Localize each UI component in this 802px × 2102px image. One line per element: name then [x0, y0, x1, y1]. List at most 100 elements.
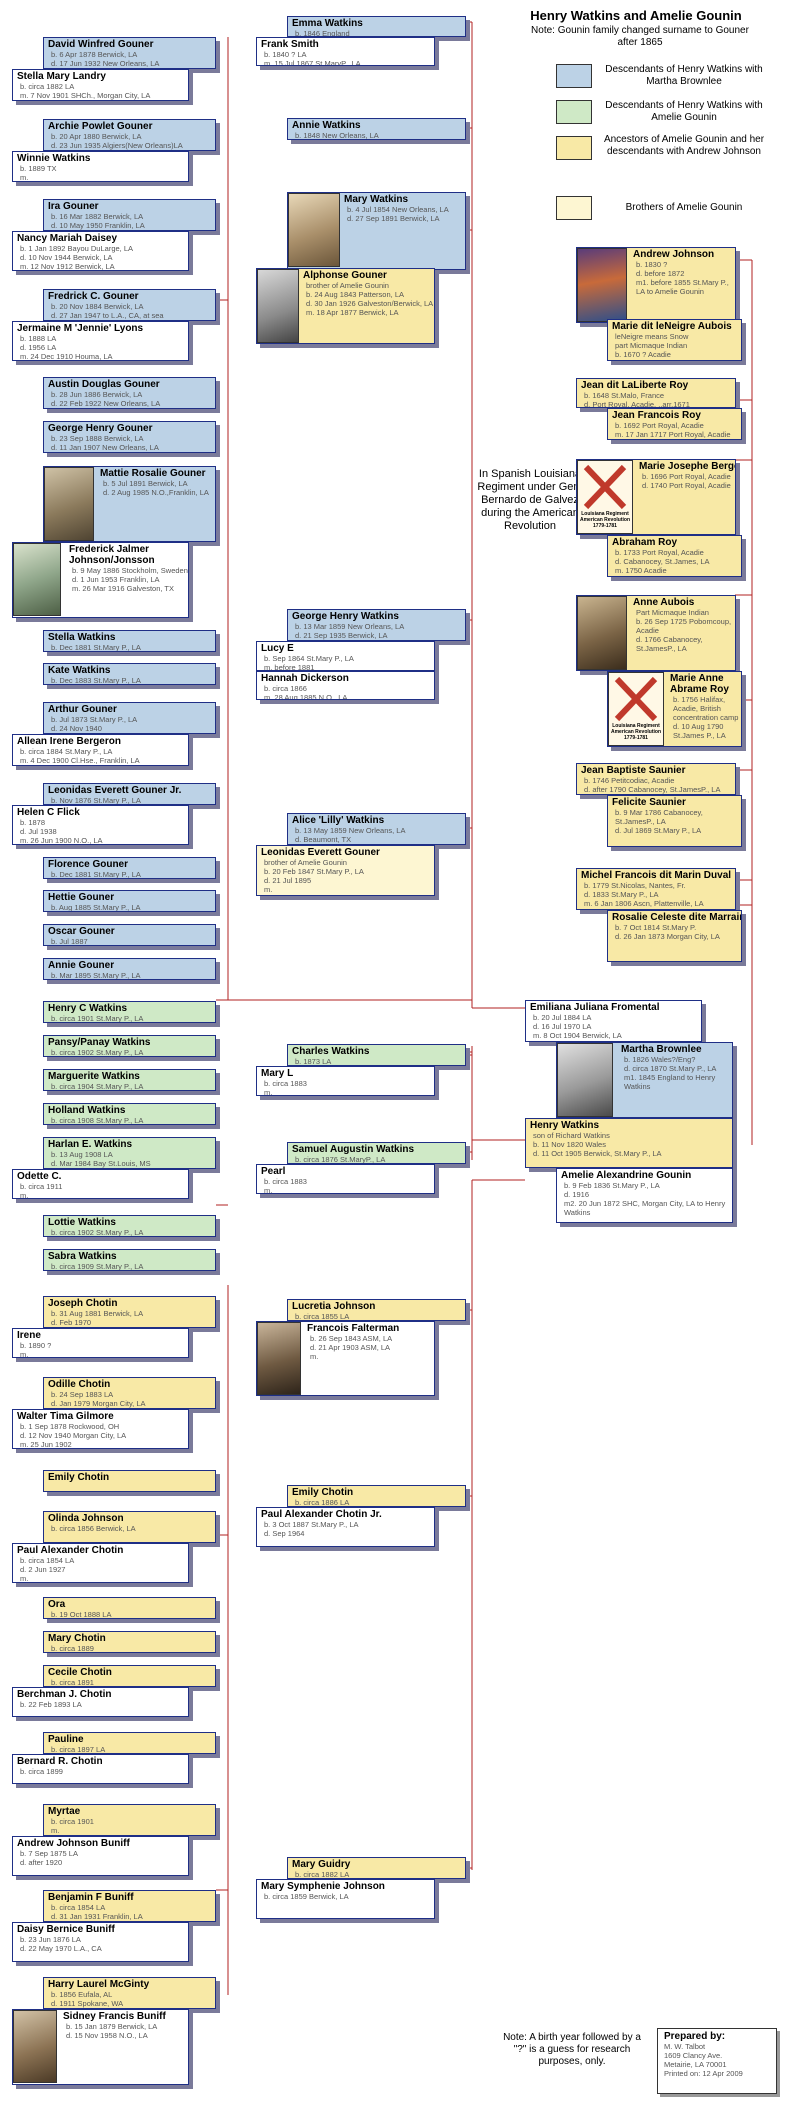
person-details: b. circa 1901 St.Mary P., LA	[51, 1014, 144, 1023]
person-card[interactable]: Paul Alexander Chotin Jr.b. 3 Oct 1887 S…	[256, 1507, 435, 1547]
person-card[interactable]: Odette C.b. circa 1911 m.	[12, 1169, 189, 1199]
person-name: Jean Baptiste Saunier	[581, 765, 686, 776]
person-name: Frederick Jalmer Johnson/Jonsson	[69, 544, 155, 566]
person-name: Paul Alexander Chotin Jr.	[261, 1509, 382, 1520]
regiment-caption: Louisiana Regiment American Revolution 1…	[579, 511, 630, 529]
legend-swatch-blue	[556, 64, 592, 88]
person-name: Ora	[48, 1599, 66, 1610]
family-links	[216, 21, 753, 1995]
person-details: b. 1878 d. Jul 1938 m. 26 Jun 1900 N.O.,…	[20, 818, 103, 845]
person-name: Jean Francois Roy	[612, 410, 701, 421]
person-details: b. 23 Sep 1888 Berwick, LA d. 11 Jan 190…	[51, 434, 159, 452]
person-name: Stella Watkins	[48, 632, 116, 643]
footer-note: Note: A birth year followed by a "?" is …	[503, 2032, 641, 2067]
person-details: b. circa 1902 St.Mary P., LA	[51, 1228, 144, 1237]
person-name: Alphonse Gouner	[303, 270, 387, 281]
person-name: Cecile Chotin	[48, 1667, 112, 1678]
person-card[interactable]: Leonidas Everett Gouner Jr.b. Nov 1876 S…	[43, 783, 216, 805]
person-details: b. 1756 Halifax, Acadie, British concent…	[673, 695, 739, 740]
person-name: Florence Gouner	[48, 859, 129, 870]
person-details: b. 16 Mar 1882 Berwick, LA d. 10 May 195…	[51, 212, 145, 230]
person-details: b. 3 Oct 1887 St.Mary P., LA d. Sep 1964	[264, 1520, 359, 1538]
person-name: Marie dit leNeigre Aubois	[612, 321, 732, 332]
person-name: Lucy E	[261, 643, 294, 654]
person-details: b. 15 Jan 1879 Berwick, LA d. 15 Nov 195…	[66, 2022, 158, 2040]
person-name: Henry C Watkins	[48, 1003, 128, 1014]
person-name: Marguerite Watkins	[48, 1071, 140, 1082]
person-name: Felicite Saunier	[612, 797, 686, 808]
